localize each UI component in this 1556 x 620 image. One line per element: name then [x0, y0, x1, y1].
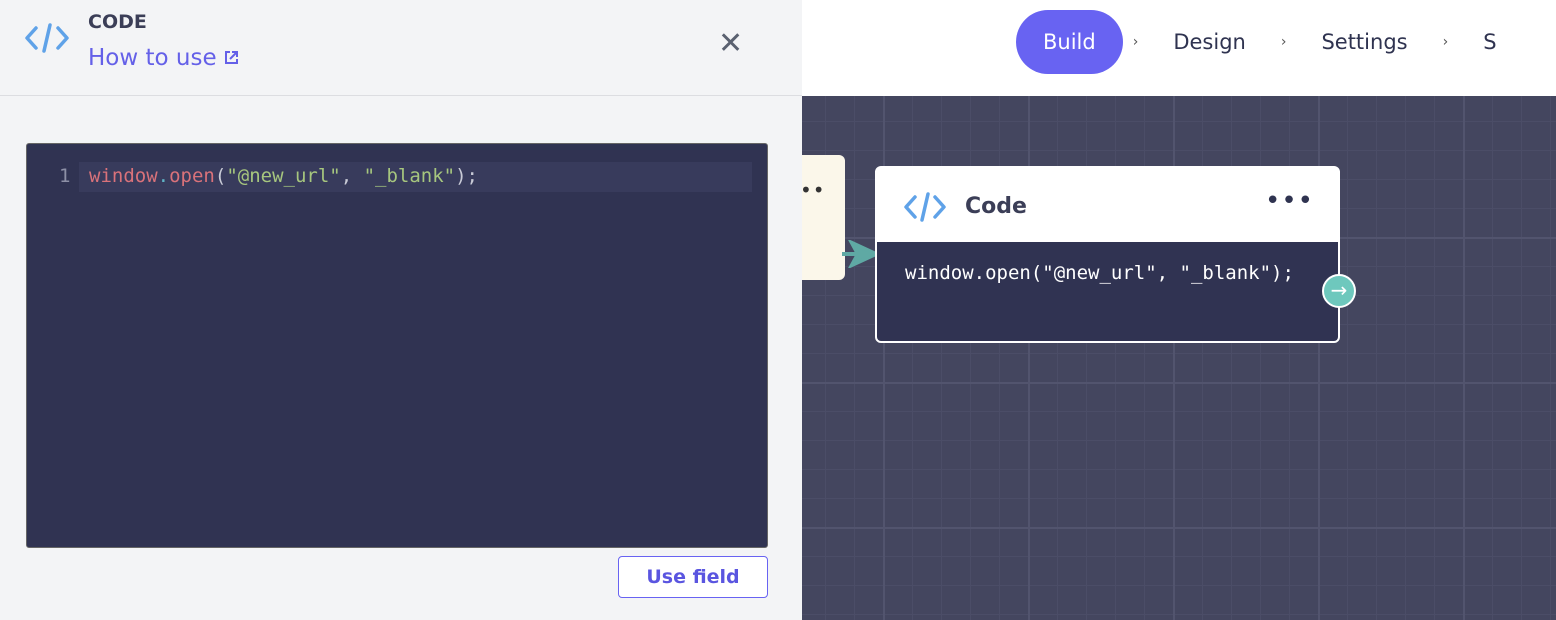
node-code-preview: window.open("@new_url", "_blank");: [877, 242, 1338, 341]
line-number: 1: [59, 165, 71, 187]
panel-title: CODE: [88, 11, 147, 33]
output-arrow-icon[interactable]: →: [1322, 274, 1356, 308]
more-icon[interactable]: •••: [1265, 186, 1315, 216]
step-nav: Build › Design › Settings › S: [1016, 10, 1522, 74]
panel-header: CODE How to use ✕: [0, 0, 802, 96]
how-to-use-link[interactable]: How to use: [88, 45, 239, 71]
code-node[interactable]: Code ••• window.open("@new_url", "_blank…: [875, 166, 1340, 343]
code-preview-text: window.open("@new_url", "_blank");: [905, 262, 1294, 284]
token: ,: [340, 165, 364, 187]
node-title: Code: [965, 194, 1027, 219]
connector-arrow-icon: [842, 240, 878, 268]
step-design[interactable]: Design: [1173, 30, 1246, 54]
token: );: [455, 165, 478, 187]
step-share[interactable]: S: [1483, 30, 1497, 54]
token: (: [214, 165, 227, 187]
chevron-right-icon: ›: [1280, 34, 1287, 50]
external-link-icon: [224, 51, 238, 64]
code-editor[interactable]: 1 window.open("@new_url", "_blank");: [26, 143, 768, 548]
code-icon: [904, 192, 946, 222]
use-field-button[interactable]: Use field: [618, 556, 768, 598]
token: .: [157, 165, 170, 187]
code-line[interactable]: window.open("@new_url", "_blank");: [89, 165, 478, 187]
chevron-right-icon: ›: [1442, 34, 1449, 50]
close-icon[interactable]: ✕: [718, 26, 744, 61]
code-panel: CODE How to use ✕ 1 window.open("@new_ur…: [0, 0, 802, 620]
more-icon[interactable]: ••: [800, 178, 826, 202]
chevron-right-icon: ›: [1132, 34, 1139, 50]
token: open: [169, 165, 215, 187]
how-to-use-label: How to use: [88, 45, 217, 71]
node-header: Code •••: [877, 168, 1338, 242]
step-build[interactable]: Build: [1016, 10, 1123, 74]
active-line-highlight: [79, 162, 752, 192]
token: "@new_url": [226, 165, 341, 187]
token: window: [89, 165, 158, 187]
code-icon: [25, 23, 69, 53]
token: "_blank": [363, 165, 456, 187]
step-settings[interactable]: Settings: [1321, 30, 1408, 54]
